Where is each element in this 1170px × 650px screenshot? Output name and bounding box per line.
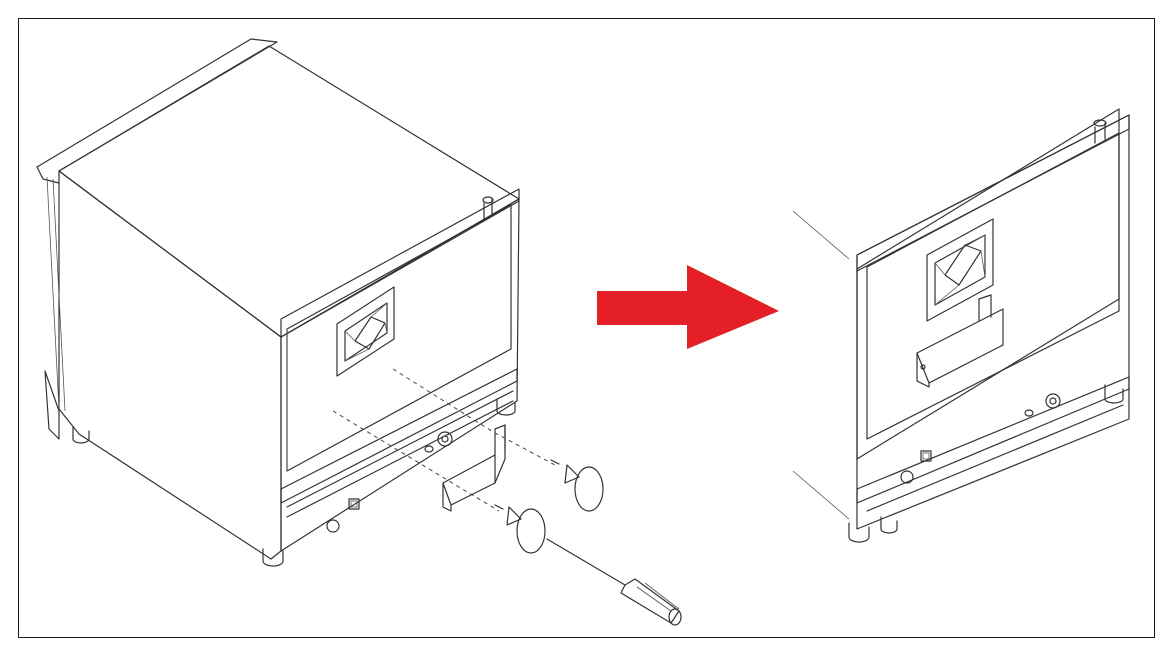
drip-bracket — [916, 294, 1004, 388]
screwdriver-icon — [546, 538, 682, 626]
water-connector — [900, 450, 932, 484]
oven-top-face — [58, 45, 520, 338]
oven-feet — [848, 384, 1124, 543]
oven-front-face — [280, 198, 520, 552]
screw — [494, 459, 560, 510]
oven-feet — [72, 398, 516, 567]
fan-grille — [336, 286, 395, 377]
guide-line-upper — [392, 368, 556, 466]
water-connector — [326, 498, 360, 533]
oven-before — [36, 38, 682, 626]
drip-bracket — [442, 424, 506, 512]
oven-after — [792, 108, 1130, 543]
oven-door-panel — [866, 132, 1120, 440]
control-knob — [1024, 393, 1061, 417]
guide-line-lower — [332, 410, 500, 512]
control-knob — [424, 431, 453, 453]
rotate-clockwise-icon — [506, 464, 604, 554]
oven-side-face — [856, 108, 1120, 460]
fan-grille — [926, 218, 994, 322]
oven-side-face — [58, 170, 282, 560]
arrow-right-icon — [597, 265, 779, 349]
oven-front-face — [856, 114, 1130, 530]
installation-diagram — [36, 38, 1130, 626]
oven-door-panel — [286, 204, 512, 472]
diagram-frame — [18, 18, 1155, 638]
door-handle-knob — [1094, 122, 1106, 144]
